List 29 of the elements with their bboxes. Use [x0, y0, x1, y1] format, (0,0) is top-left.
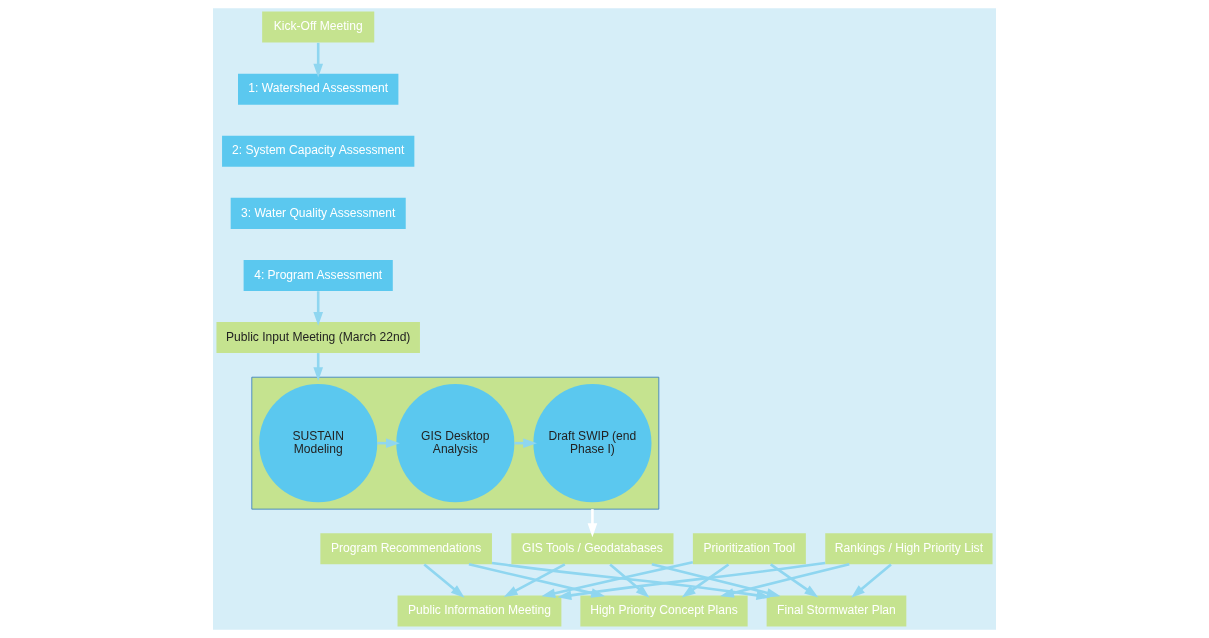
node-box: Program Recommendations: [320, 533, 492, 565]
arrow: [503, 563, 566, 598]
node-box: Public Input Meeting (March 22nd): [216, 322, 420, 354]
arrow: [313, 353, 324, 382]
arrow: [541, 561, 694, 598]
arrow: [587, 509, 598, 538]
node-box: 4: Program Assessment: [243, 259, 393, 291]
node-box: 3: Water Quality Assessment: [230, 197, 406, 229]
node-box: High Priority Concept Plans: [580, 595, 748, 627]
arrow: [851, 563, 892, 598]
node-box: Public Information Meeting: [397, 595, 562, 627]
node-circle: Draft SWIP (end Phase I): [533, 384, 652, 503]
node-box: Kick-Off Meeting: [262, 11, 375, 43]
node-box: Prioritization Tool: [692, 533, 806, 565]
cluster: [251, 376, 660, 510]
arrow: [468, 563, 605, 598]
node-box: GIS Tools / Geodatabases: [511, 533, 674, 565]
arrow: [313, 42, 324, 78]
node-box: Final Stormwater Plan: [766, 595, 907, 627]
arrow: [313, 291, 324, 326]
node-circle: GIS Desktop Analysis: [396, 384, 515, 503]
node-circle: SUSTAIN Modeling: [259, 384, 378, 503]
arrow: [681, 563, 730, 598]
node-box: 1: Watershed Assessment: [238, 73, 399, 105]
node-box: 2: System Capacity Assessment: [222, 135, 415, 167]
arrow: [769, 563, 819, 598]
arrow: [609, 563, 650, 598]
arrow: [423, 563, 465, 598]
node-box: Rankings / High Priority List: [825, 533, 993, 565]
